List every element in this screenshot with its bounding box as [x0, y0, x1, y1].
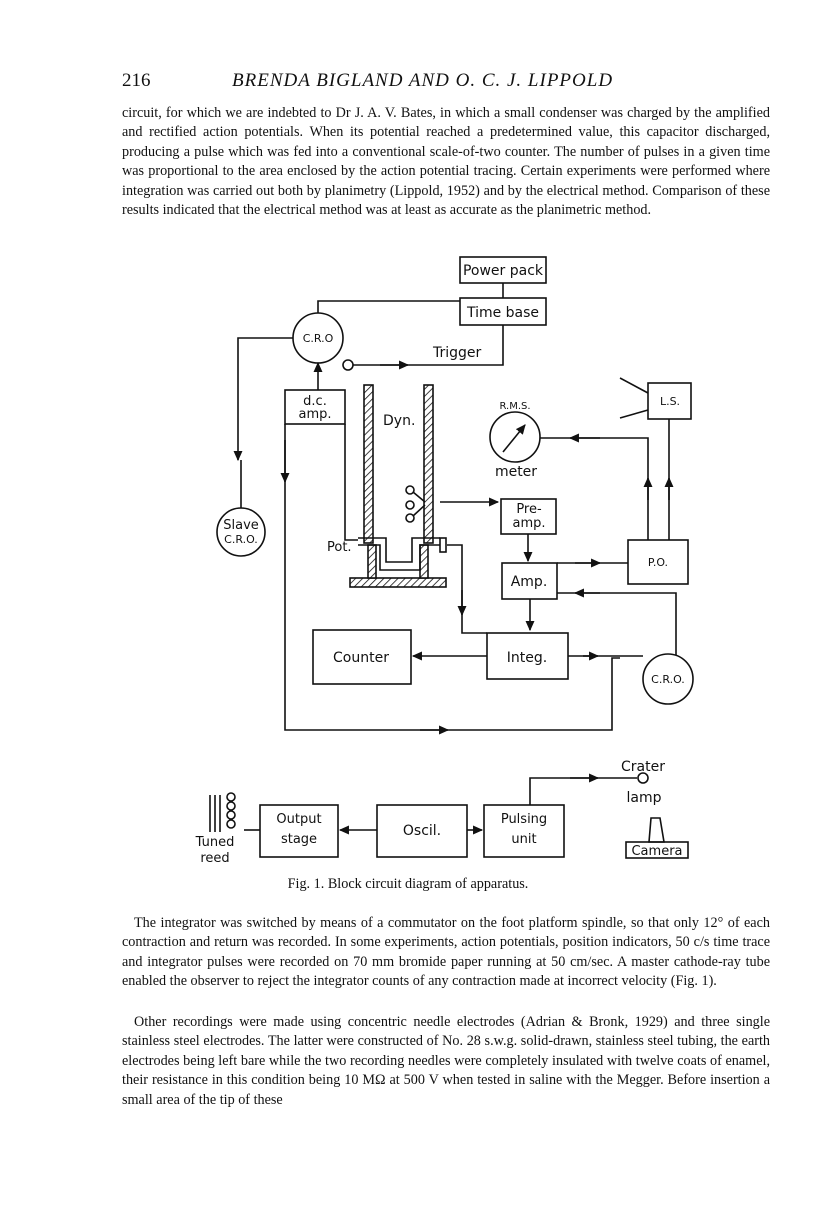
paragraph-1: circuit, for which we are indebted to Dr…	[122, 105, 770, 219]
label-pulsing-1: Pulsing	[501, 812, 547, 827]
dyn-left-wall	[363, 384, 374, 544]
label-oscil: Oscil.	[403, 823, 441, 839]
label-preamp-1: Pre-	[516, 502, 542, 517]
label-meter: meter	[495, 464, 537, 480]
pulsing-unit-box	[483, 804, 565, 858]
figure-caption: Fig. 1. Block circuit diagram of apparat…	[287, 876, 529, 892]
running-head: BRENDA BIGLAND AND O. C. J. LIPPOLD	[232, 70, 614, 91]
label-rms: R.M.S.	[499, 401, 530, 412]
page-number: 216	[122, 70, 151, 91]
label-output-2: stage	[281, 832, 317, 847]
paragraph-2-text: The integrator was switched by means of …	[122, 915, 770, 990]
block-circuit-diagram: Power pack Time base C.R.O Trigger d.c. …	[195, 256, 694, 866]
dyn-base	[349, 577, 447, 588]
dyn-right-wall	[423, 384, 434, 544]
camera-box	[625, 841, 689, 859]
label-slave-1: Slave	[223, 518, 259, 533]
label-dyn: Dyn.	[383, 413, 415, 429]
label-preamp-2: amp.	[512, 516, 545, 531]
label-dc-amp-1: d.c.	[303, 394, 327, 409]
po-box	[627, 539, 689, 585]
cro-right-circle	[642, 653, 694, 705]
label-output-1: Output	[276, 812, 321, 827]
label-trigger: Trigger	[432, 345, 482, 361]
label-cro-right: C.R.O.	[651, 673, 685, 686]
label-ls: L.S.	[660, 395, 680, 408]
label-dc-amp-2: amp.	[298, 407, 331, 422]
rms-meter-circle	[489, 411, 541, 463]
oscil-box	[376, 804, 468, 858]
paragraph-3: Other recordings were made using concent…	[122, 1013, 770, 1110]
label-cro-top: C.R.O	[303, 332, 334, 345]
paragraph-3-text: Other recordings were made using concent…	[122, 1014, 770, 1108]
label-counter: Counter	[333, 650, 389, 666]
counter-box	[312, 629, 412, 685]
crater-lamp	[637, 772, 649, 784]
output-stage-box	[259, 804, 339, 858]
dc-amp-box	[284, 389, 346, 425]
label-amp: Amp.	[511, 574, 548, 590]
trigger-terminal	[342, 359, 354, 371]
label-pot: Pot.	[327, 540, 352, 555]
paragraph-2: The integrator was switched by means of …	[122, 914, 770, 992]
label-tuned: Tuned	[195, 835, 235, 850]
label-po: P.O.	[648, 556, 668, 569]
label-reed: reed	[200, 851, 229, 866]
label-power-pack: Power pack	[463, 263, 544, 279]
label-time-base: Time base	[466, 305, 539, 321]
label-crater: Crater	[621, 759, 665, 775]
label-pulsing-2: unit	[511, 832, 536, 847]
page-header: 216 BRENDA BIGLAND AND O. C. J. LIPPOLD	[122, 70, 772, 100]
label-lamp: lamp	[627, 790, 662, 806]
label-camera: Camera	[631, 844, 682, 859]
label-slave-2: C.R.O.	[224, 533, 258, 546]
label-integ: Integ.	[507, 650, 547, 666]
